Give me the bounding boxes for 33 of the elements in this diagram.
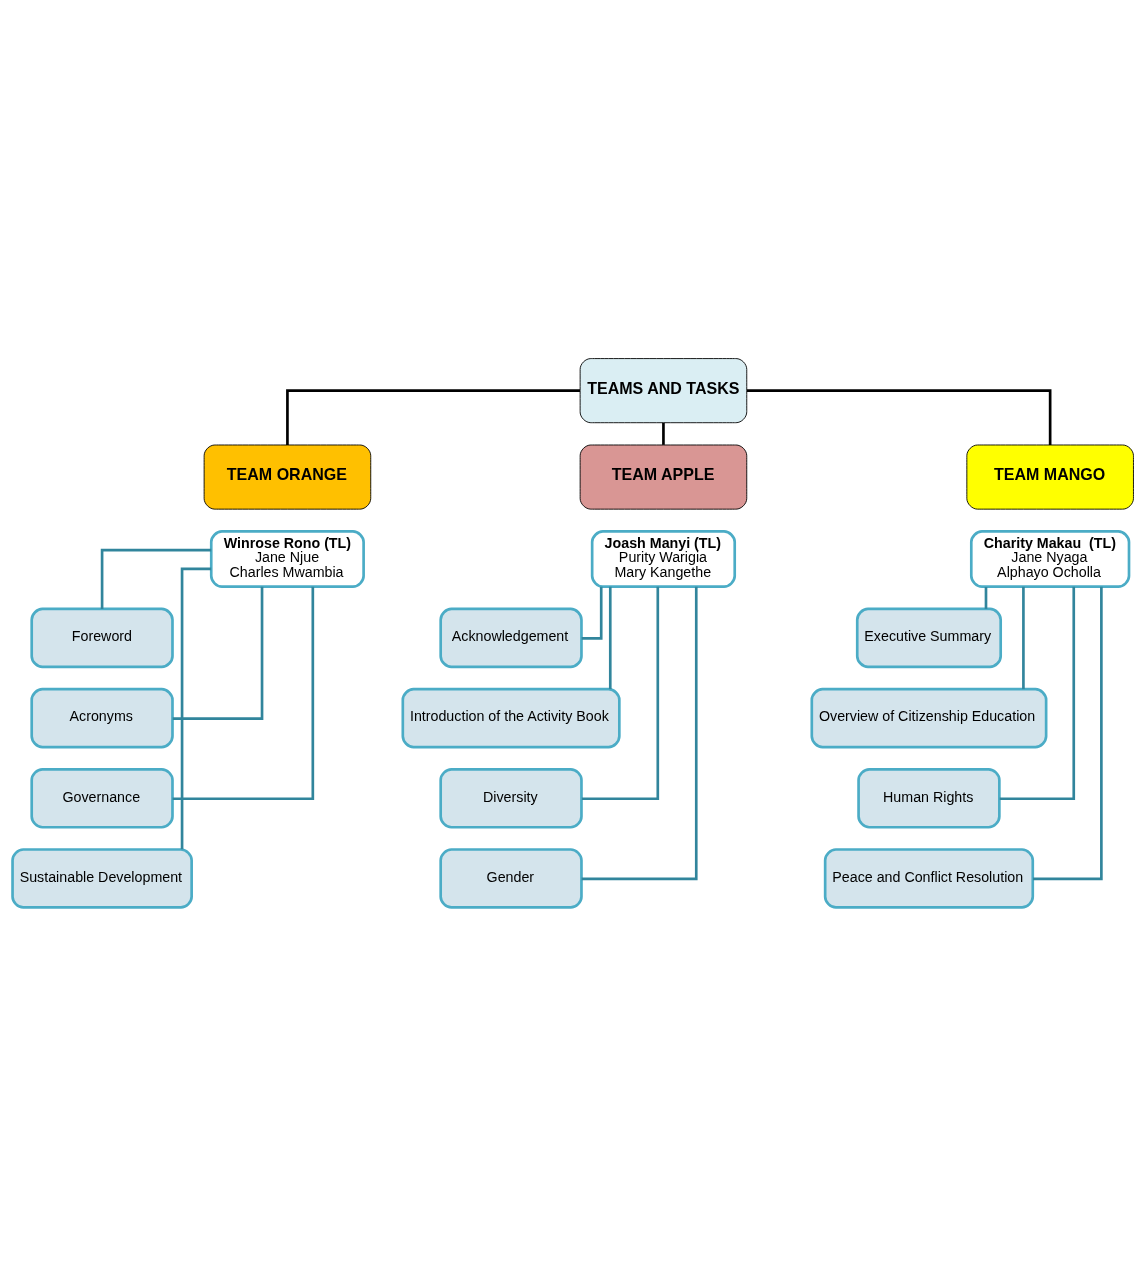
connector bbox=[746, 389, 1052, 445]
node-box: Joash Manyi (TL) Purity Warigia Mary Kangethe bbox=[590, 530, 737, 588]
connector bbox=[180, 567, 212, 850]
connector bbox=[608, 586, 612, 690]
connector bbox=[172, 586, 264, 720]
connector bbox=[1022, 586, 1025, 690]
node-box: Winrose Rono (TL) Jane Njue Charles Mwambia bbox=[209, 530, 365, 588]
node-box: Introduction of the Activity Book bbox=[401, 687, 621, 749]
node-box: TEAM APPLE bbox=[579, 444, 748, 510]
node-box: Governance bbox=[30, 768, 174, 829]
node-box: Gender bbox=[439, 848, 583, 909]
node-box: Peace and Conflict Resolution bbox=[823, 848, 1035, 909]
node-box: Human Rights bbox=[857, 768, 1001, 829]
node-box: TEAM ORANGE bbox=[203, 444, 372, 510]
connector bbox=[286, 389, 580, 445]
node-box: Acknowledgement bbox=[439, 607, 583, 669]
node-box: Diversity bbox=[439, 768, 583, 829]
connector bbox=[581, 586, 660, 801]
node-box: TEAM MANGO bbox=[966, 444, 1134, 510]
node-box: Acronyms bbox=[30, 687, 174, 749]
node-box: Charity Makau (TL) Jane Nyaga Alphayo Ocholla bbox=[969, 530, 1131, 588]
connector bbox=[172, 586, 315, 801]
connector bbox=[984, 587, 988, 609]
connector bbox=[1033, 586, 1103, 881]
node-box: Overview of Citizenship Education bbox=[810, 687, 1048, 749]
connector bbox=[662, 422, 665, 445]
connector bbox=[100, 548, 212, 609]
node-box: Executive Summary bbox=[855, 607, 1003, 669]
node-box: TEAMS AND TASKS bbox=[579, 358, 748, 424]
connector bbox=[999, 586, 1076, 801]
node-box: Foreword bbox=[30, 607, 174, 669]
node-box: Sustainable Development bbox=[11, 848, 193, 909]
connector bbox=[581, 586, 698, 881]
